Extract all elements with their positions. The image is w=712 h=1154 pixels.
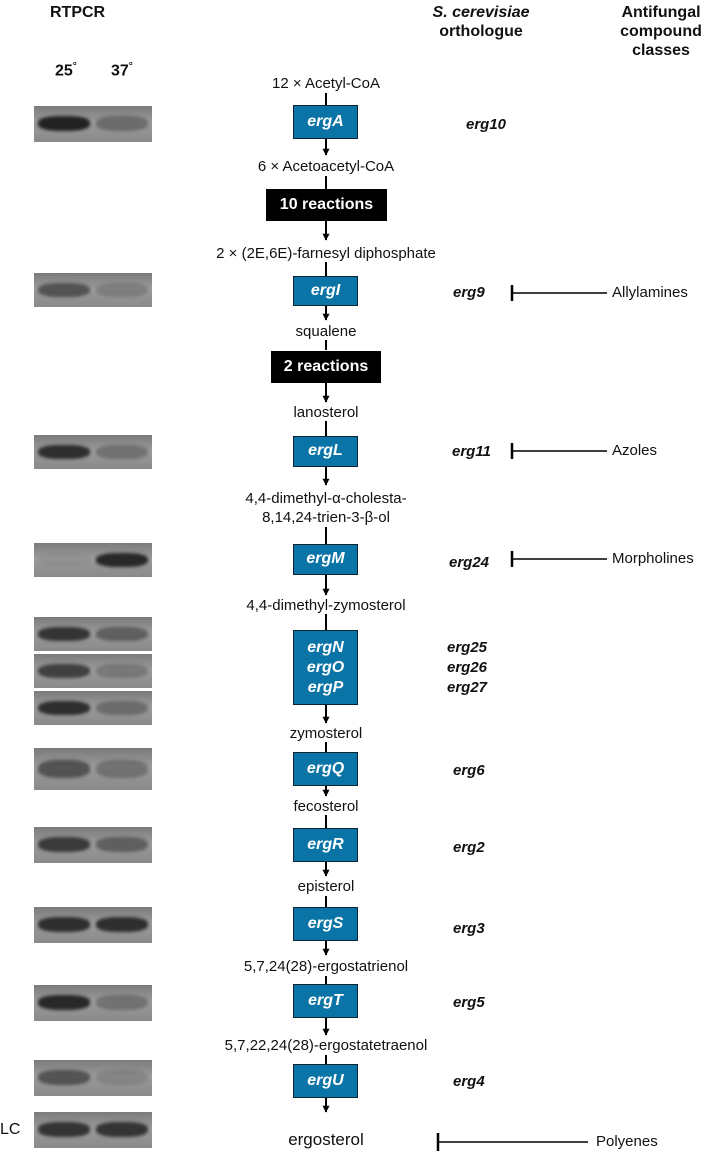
gel-band-37 — [96, 701, 148, 715]
orthologue-erg5: erg5 — [453, 994, 485, 1011]
enzyme-ergQ: ergQ — [293, 752, 358, 786]
gel-band-37 — [96, 445, 148, 459]
orthologue-erg27: erg27 — [447, 679, 488, 696]
gel-band-37 — [96, 627, 148, 641]
gel-strip — [34, 273, 152, 307]
orthologue-erg11: erg11 — [452, 443, 491, 460]
gel-band-25 — [38, 760, 90, 778]
gel-band-37 — [96, 837, 148, 852]
gel-band-25 — [38, 995, 90, 1010]
enzyme-ergL: ergL — [293, 436, 358, 467]
metabolite-dimethyl-line2: 8,14,24-trien-3-β-ol — [262, 509, 390, 526]
antifungal-header-line1: Antifungal — [621, 4, 701, 21]
gel-band-25 — [38, 701, 90, 715]
gel-band-25 — [38, 445, 90, 459]
gel-strip — [34, 1060, 152, 1096]
metabolite-lanosterol: lanosterol — [293, 404, 359, 421]
gel-band-37 — [96, 1070, 148, 1085]
enzyme-ergNOP-complex: ergN ergO ergP — [293, 630, 358, 705]
gel-strip — [34, 435, 152, 469]
gel-band-25 — [38, 553, 90, 567]
gel-band-25 — [38, 116, 90, 131]
gel-band-25 — [38, 1070, 90, 1085]
orthologue-header: S. cerevisiae orthologue — [416, 3, 546, 41]
gel-strip — [34, 617, 152, 651]
orthologue-erg6: erg6 — [453, 762, 485, 779]
orthologue-erg24: erg24 — [449, 554, 490, 571]
gel-band-37 — [96, 553, 148, 567]
gel-strip — [34, 106, 152, 142]
gel-band-37 — [96, 995, 148, 1010]
enzyme-ergS: ergS — [293, 907, 358, 941]
gel-strip — [34, 985, 152, 1021]
gel-band-25 — [38, 837, 90, 852]
reaction-block-10: 10 reactions — [266, 189, 387, 221]
gel-band-25 — [38, 917, 90, 932]
metabolite-dimethyl-zymosterol: 4,4-dimethyl-zymosterol — [246, 597, 406, 614]
gel-strip — [34, 827, 152, 863]
antifungal-header-line2: compound — [620, 23, 702, 40]
orthologue-erg3: erg3 — [453, 920, 485, 937]
orthologue-erg26: erg26 — [447, 659, 488, 676]
antifungal-morpholines: Morpholines — [612, 550, 694, 567]
metabolite-fecosterol: fecosterol — [293, 798, 359, 815]
enzyme-ergR: ergR — [293, 828, 358, 862]
gel-strip — [34, 543, 152, 577]
orthologue-erg4: erg4 — [453, 1073, 485, 1090]
enzyme-ergU: ergU — [293, 1064, 358, 1098]
gel-band-37 — [96, 1122, 148, 1137]
metabolite-farnesyl-diphosphate: 2 × (2E,6E)-farnesyl diphosphate — [216, 245, 436, 262]
gel-band-25 — [38, 1122, 90, 1137]
metabolite-acetoacetyl-coa: 6 × Acetoacetyl-CoA — [257, 158, 395, 175]
enzyme-ergP: ergP — [307, 679, 344, 696]
gel-band-25 — [38, 627, 90, 641]
metabolite-episterol: episterol — [297, 878, 355, 895]
gel-strip — [34, 1112, 152, 1148]
orthologue-erg10: erg10 — [466, 116, 507, 133]
enzyme-ergI: ergI — [293, 276, 358, 306]
enzyme-ergN: ergN — [307, 639, 344, 656]
gel-band-37 — [96, 664, 148, 678]
metabolite-dimethyl-line1: 4,4-dimethyl-α-cholesta- — [245, 490, 407, 507]
metabolite-ergostatetraenol: 5,7,22,24(28)-ergostatetraenol — [224, 1037, 428, 1054]
orthologue-header-species: S. cerevisiae — [432, 4, 530, 21]
temperature-25-label: 25° — [55, 61, 77, 80]
antifungal-header-line3: classes — [632, 42, 690, 59]
antifungal-header: Antifungal compound classes — [610, 3, 712, 60]
orthologue-erg9: erg9 — [453, 284, 485, 301]
enzyme-ergT: ergT — [293, 984, 358, 1018]
metabolite-ergosterol: ergosterol — [288, 1130, 364, 1149]
reaction-block-2: 2 reactions — [271, 351, 381, 383]
gel-band-37 — [96, 116, 148, 131]
enzyme-ergM: ergM — [293, 544, 358, 575]
gel-strip — [34, 748, 152, 790]
gel-band-37 — [96, 917, 148, 932]
gel-band-37 — [96, 760, 148, 778]
enzyme-ergA: ergA — [293, 105, 358, 139]
metabolite-squalene: squalene — [295, 323, 357, 340]
antifungal-azoles: Azoles — [612, 442, 658, 459]
orthologue-header-label: orthologue — [439, 23, 523, 40]
gel-band-25 — [38, 664, 90, 678]
enzyme-ergO: ergO — [306, 659, 345, 676]
metabolite-dimethyl-cholestatrienol: 4,4-dimethyl-α-cholesta- 8,14,24-trien-3… — [186, 489, 466, 527]
orthologue-erg25: erg25 — [447, 639, 488, 656]
gel-strip — [34, 691, 152, 725]
antifungal-allylamines: Allylamines — [612, 284, 688, 301]
gel-band-37 — [96, 283, 148, 297]
gel-strip — [34, 907, 152, 943]
loading-control-label: LC — [0, 1121, 21, 1138]
antifungal-polyenes: Polyenes — [596, 1133, 658, 1150]
orthologue-erg2: erg2 — [453, 839, 485, 856]
temperature-37-label: 37° — [111, 61, 133, 80]
metabolite-zymosterol: zymosterol — [289, 725, 363, 742]
metabolite-ergostatrienol: 5,7,24(28)-ergostatrienol — [243, 958, 409, 975]
metabolite-acetyl-coa: 12 × Acetyl-CoA — [272, 75, 380, 92]
rtpcr-header: RTPCR — [50, 4, 106, 21]
gel-band-25 — [38, 283, 90, 297]
gel-strip — [34, 654, 152, 688]
